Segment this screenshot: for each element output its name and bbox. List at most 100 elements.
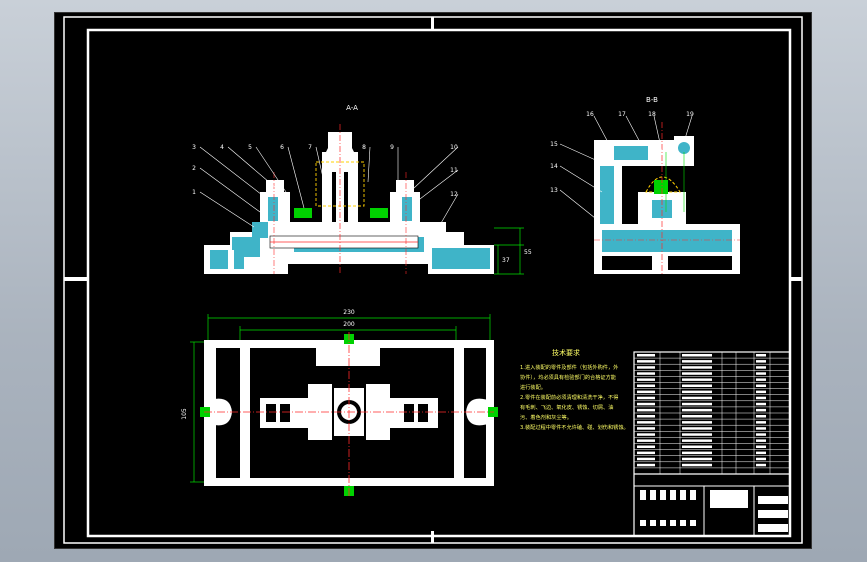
parts-row-mark	[756, 372, 766, 375]
plan-dim-overall: 230	[343, 309, 355, 316]
parts-row-mark	[756, 408, 766, 412]
parts-row-mark	[682, 421, 712, 424]
parts-row-mark	[637, 415, 655, 418]
plan-dim-inner: 200	[343, 321, 355, 328]
side-section-view: B-B	[594, 96, 740, 274]
parts-row-mark	[756, 360, 766, 363]
side-balloon-label: 14	[550, 163, 558, 170]
parts-row-mark	[682, 378, 712, 381]
front-dim-height-b: 55	[524, 249, 532, 256]
notes-line: 污、着色剂和灰尘等。	[520, 413, 572, 421]
parts-row-mark	[637, 408, 655, 412]
parts-row-mark	[637, 457, 655, 461]
parts-row-mark	[682, 408, 712, 412]
technical-notes: 技术要求 1.进入装配的零件及部件（包括外购件，外协件），均必须具有检验部门的合…	[520, 348, 629, 431]
notes-line: 协件），均必须具有检验部门的合格证方能	[520, 373, 616, 381]
parts-row-mark	[756, 354, 766, 357]
parts-row-mark	[637, 378, 655, 381]
parts-row-mark	[756, 384, 766, 387]
cad-viewport[interactable]: A-A	[54, 12, 812, 549]
parts-row-mark	[682, 396, 712, 400]
notes-line: 3.装配过程中零件不允许磕、碰、划伤和锈蚀。	[520, 423, 629, 431]
parts-row-mark	[682, 402, 712, 406]
title-block-mark	[670, 490, 676, 500]
notes-line: 有毛刺、飞边、氧化皮、锈蚀、切屑、油	[520, 403, 613, 411]
parts-row-mark	[637, 463, 655, 467]
title-block-mark	[650, 520, 656, 526]
fixture-assembly-drawing: A-A	[63, 16, 803, 544]
notes-line: 2.零件在装配前必须清理和清洗干净，不得	[520, 393, 618, 401]
parts-row-mark	[756, 415, 766, 418]
notes-line: 进行装配。	[520, 383, 546, 391]
parts-row-mark	[637, 366, 655, 369]
plan-dim-height: 105	[181, 408, 188, 420]
side-balloon-label: 19	[686, 111, 694, 118]
parts-row-mark	[756, 445, 766, 448]
title-block-mark	[660, 520, 666, 526]
parts-row-mark	[756, 378, 766, 381]
front-balloon-label: 9	[390, 144, 394, 151]
parts-row-mark	[682, 354, 712, 357]
parts-row-mark	[637, 354, 655, 357]
parts-row-mark	[682, 427, 712, 430]
front-section-title: A-A	[346, 104, 358, 112]
parts-row-mark	[756, 451, 766, 455]
parts-row-mark	[637, 372, 655, 375]
title-block-mark	[650, 490, 656, 500]
title-block-mark	[670, 520, 676, 526]
parts-row-mark	[682, 457, 712, 461]
front-section-view: A-A	[204, 104, 532, 275]
front-balloon-label: 6	[280, 144, 284, 151]
side-balloon-label: 16	[586, 111, 594, 118]
parts-row-mark	[756, 427, 766, 430]
notes-lines: 1.进入装配的零件及部件（包括外购件，外协件），均必须具有检验部门的合格证方能进…	[520, 363, 629, 431]
front-balloon-label: 8	[362, 144, 366, 151]
parts-row-mark	[756, 433, 766, 436]
parts-row-mark	[682, 463, 712, 467]
title-block-mark	[690, 520, 696, 526]
parts-row-mark	[756, 439, 766, 442]
parts-row-mark	[637, 402, 655, 406]
parts-row-mark	[637, 390, 655, 394]
parts-row-mark	[756, 421, 766, 424]
front-balloon-label: 3	[192, 144, 196, 151]
parts-row-mark	[637, 427, 655, 430]
front-balloon-label: 1	[192, 189, 196, 196]
parts-row-mark	[637, 445, 655, 448]
title-block-mark	[690, 490, 696, 500]
parts-row-mark	[756, 366, 766, 369]
parts-row-mark	[682, 445, 712, 448]
parts-row-mark	[756, 390, 766, 394]
side-balloon-label: 17	[618, 111, 626, 118]
title-block-mark	[640, 490, 646, 500]
parts-row-mark	[637, 451, 655, 455]
plan-view: 230 200 105	[181, 309, 498, 496]
parts-row-mark	[756, 402, 766, 406]
parts-row-mark	[682, 366, 712, 369]
parts-row-mark	[682, 451, 712, 455]
parts-row-mark	[682, 384, 712, 387]
parts-row-mark	[637, 396, 655, 400]
title-block-mark	[660, 490, 666, 500]
side-balloon-label: 18	[648, 111, 656, 118]
front-balloon-label: 10	[450, 144, 458, 151]
side-balloon-leaders	[559, 115, 693, 223]
front-balloon-label: 5	[248, 144, 252, 151]
parts-row-mark	[756, 396, 766, 400]
title-block-mark	[640, 520, 646, 526]
parts-row-mark	[637, 439, 655, 442]
title-block-mark	[680, 490, 686, 500]
side-balloon-label: 13	[550, 187, 558, 194]
title-block-mark	[680, 520, 686, 526]
sheet-inner-border	[86, 28, 792, 538]
side-section-title: B-B	[646, 96, 658, 104]
parts-row-mark	[756, 457, 766, 461]
parts-row-mark	[682, 390, 712, 394]
front-balloon-label: 4	[220, 144, 224, 151]
front-dim-height-a: 37	[502, 257, 510, 264]
front-balloon-label: 12	[450, 191, 458, 198]
front-balloon-label: 2	[192, 165, 196, 172]
notes-title: 技术要求	[552, 348, 580, 357]
